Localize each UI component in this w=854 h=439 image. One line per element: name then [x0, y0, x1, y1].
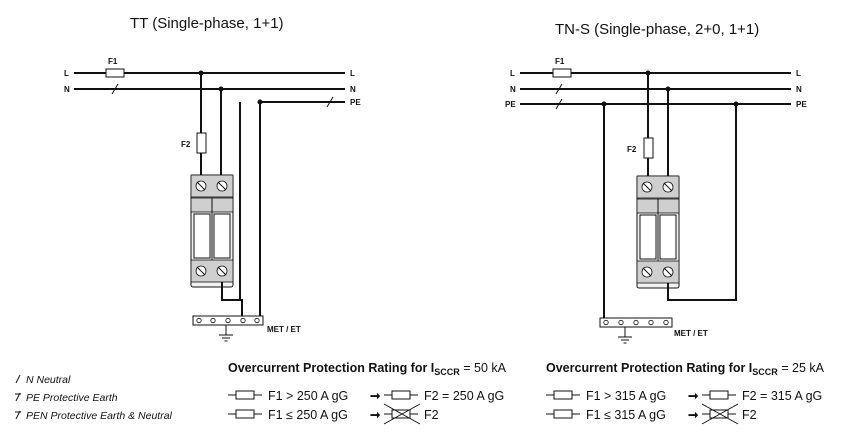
tns-fuse-f1-label: F1 [555, 57, 565, 66]
ocp-tns-heading: Overcurrent Protection Rating for ISCCR … [546, 361, 825, 377]
legend-pe: PE Protective Earth [26, 392, 118, 404]
tns-label-n-right: N [796, 85, 802, 94]
tns-fuse-f2 [643, 137, 654, 159]
ocp-tns-fuse-icon-3 [546, 409, 580, 419]
ocp-tt-fuse-icon-2 [384, 390, 418, 400]
tt-earth-bar [192, 315, 264, 342]
ocp-tns-fuse-icon-1 [546, 390, 580, 400]
tt-fuse-f1 [105, 68, 125, 78]
tns-label-n-left: N [510, 85, 516, 94]
ocp-tt-arrow-1: ➞ [370, 389, 381, 403]
ocp-tns: Overcurrent Protection Rating for ISCCR … [546, 361, 825, 425]
tns-diagram: TN-S (Single-phase, 2+0, 1+1) L L F1 N N… [505, 21, 807, 344]
tt-wire-spd-earth [221, 282, 243, 316]
tt-title: TT (Single-phase, 1+1) [130, 15, 284, 32]
tns-wire-spd-pe [667, 104, 737, 301]
ocp-tns-arrow-1: ➞ [688, 389, 699, 403]
ocp-tns-row2-right: F2 [742, 408, 757, 422]
ocp-tns-arrow-2: ➞ [688, 408, 699, 422]
tt-label-n-left: N [64, 85, 70, 94]
tt-label-pe: PE [350, 98, 361, 107]
tns-label-l-left: L [510, 69, 515, 78]
tt-diagram: TT (Single-phase, 1+1) L L F1 N N PE F2 [64, 15, 361, 342]
ocp-tns-row2-left: F1 ≤ 315 A gG [586, 408, 666, 422]
tns-title: TN-S (Single-phase, 2+0, 1+1) [555, 21, 759, 38]
tt-pe-mark [326, 96, 334, 108]
legend-neutral-mark [15, 374, 21, 384]
tns-pe-mark [555, 98, 563, 110]
ocp-tns-fuse-icon-2 [702, 390, 736, 400]
tt-fuse-f2 [196, 132, 207, 154]
tt-fuse-f2-label: F2 [181, 140, 191, 149]
tt-label-l-right: L [350, 69, 355, 78]
ocp-tt-heading: Overcurrent Protection Rating for ISCCR … [228, 361, 507, 377]
legend-neutral: N Neutral [26, 374, 71, 386]
ocp-tt-row2-right: F2 [424, 408, 439, 422]
tns-earth-bar [599, 317, 673, 344]
tt-fuse-f1-label: F1 [108, 57, 118, 66]
ocp-tns-row1-right: F2 = 315 A gG [742, 389, 822, 403]
ocp-tt-row2-left: F1 ≤ 250 A gG [268, 408, 348, 422]
tt-spd-device [190, 174, 234, 288]
ocp-tt-arrow-2: ➞ [370, 408, 381, 422]
ocp-tt-row1-right: F2 = 250 A gG [424, 389, 504, 403]
legend: N Neutral PE Protective Earth PEN Protec… [15, 374, 173, 422]
ocp-tt: Overcurrent Protection Rating for ISCCR … [228, 361, 507, 425]
ocp-tt-fuse-crossed-icon [383, 403, 421, 425]
tns-fuse-f2-label: F2 [627, 145, 637, 154]
tt-earth-bar-label: MET / ET [267, 325, 301, 334]
tt-label-l-left: L [64, 69, 69, 78]
ocp-tt-row1-left: F1 > 250 A gG [268, 389, 348, 403]
tns-fuse-f1 [552, 68, 572, 78]
tt-neutral-mark [111, 83, 119, 95]
tns-neutral-mark [555, 83, 563, 95]
ocp-tns-fuse-crossed-icon [701, 403, 739, 425]
legend-pen: PEN Protective Earth & Neutral [26, 410, 173, 422]
tns-label-l-right: L [796, 69, 801, 78]
tns-label-pe-right: PE [796, 100, 807, 109]
ocp-tt-fuse-icon-1 [228, 390, 262, 400]
ocp-tt-fuse-icon-3 [228, 409, 262, 419]
tns-label-pe-left: PE [505, 100, 516, 109]
ocp-tns-row1-left: F1 > 315 A gG [586, 389, 666, 403]
tns-spd-device [636, 175, 680, 289]
tt-label-n-right: N [350, 85, 356, 94]
tns-earth-bar-label: MET / ET [674, 329, 708, 338]
